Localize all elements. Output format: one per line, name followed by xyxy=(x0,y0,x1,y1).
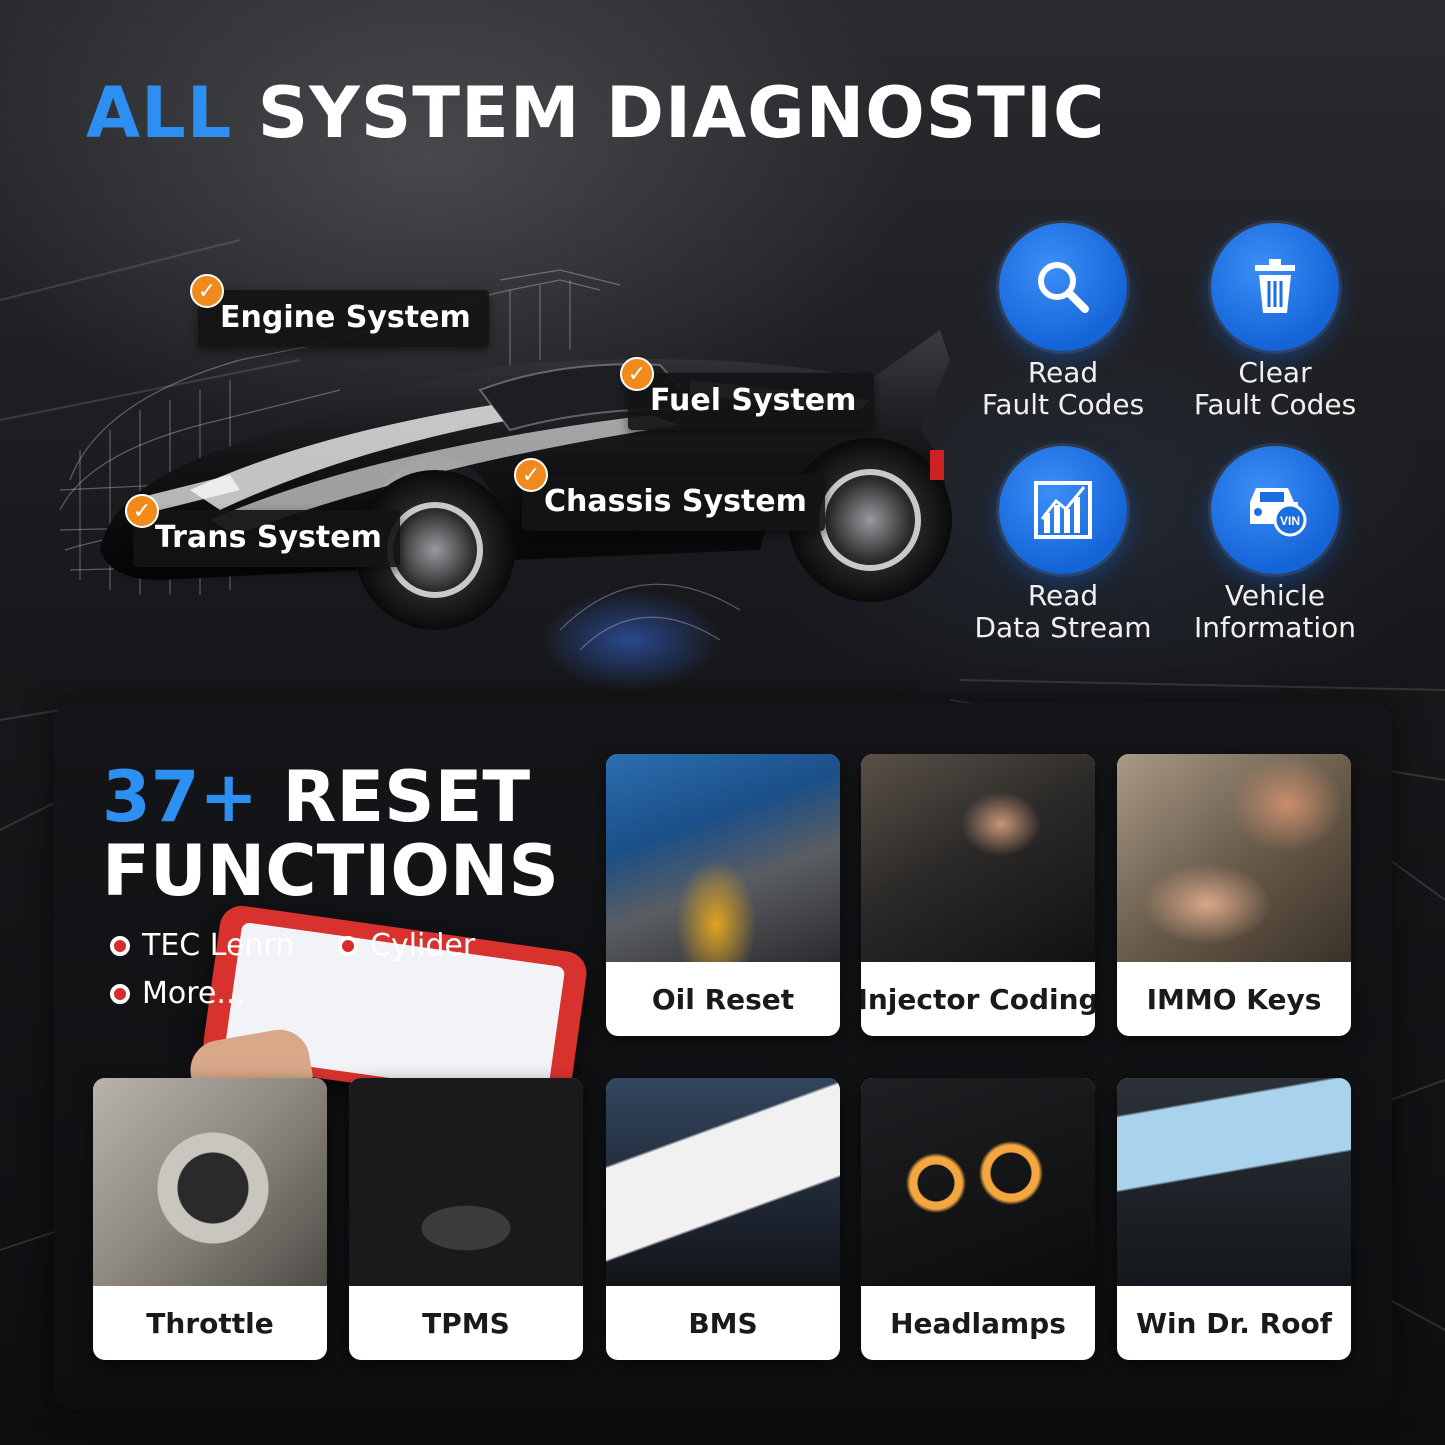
car-key-image xyxy=(1117,754,1351,962)
throttle-body-image xyxy=(93,1078,327,1286)
sunroof-image xyxy=(1117,1078,1351,1286)
svg-text:VIN: VIN xyxy=(1280,514,1300,528)
card-win-dr-roof[interactable]: Win Dr. Roof xyxy=(1117,1078,1351,1360)
tire-image xyxy=(349,1078,583,1286)
tag-chassis-system: Chassis System xyxy=(522,474,825,531)
tag-label: Fuel System xyxy=(650,383,857,418)
reset-word: RESET xyxy=(282,756,531,838)
card-throttle[interactable]: Throttle xyxy=(93,1078,327,1360)
check-icon: ✓ xyxy=(514,458,548,492)
tag-fuel-system: Fuel System xyxy=(628,373,875,430)
card-label: BMS xyxy=(688,1306,758,1340)
trash-icon xyxy=(1211,223,1339,351)
chart-icon xyxy=(999,446,1127,574)
oil-pour-image xyxy=(606,754,840,962)
card-headlamps[interactable]: Headlamps xyxy=(861,1078,1095,1360)
bullet-dot-icon xyxy=(110,983,130,1004)
injector-image xyxy=(861,754,1095,962)
tag-engine-system: Engine System xyxy=(198,290,489,347)
card-injector-coding[interactable]: Injector Coding xyxy=(861,754,1095,1036)
bullet-item: TEC Lenrn xyxy=(110,928,294,963)
bullet-dot-icon xyxy=(110,935,130,956)
tag-label: Trans System xyxy=(155,520,382,555)
card-label: TPMS xyxy=(422,1306,510,1340)
card-label: Oil Reset xyxy=(651,982,795,1016)
battery-image xyxy=(606,1078,840,1286)
bullet-item: More... xyxy=(110,976,245,1011)
bullet-dot-icon xyxy=(338,935,358,956)
vin-car-icon: VIN xyxy=(1211,446,1339,574)
card-tpms[interactable]: TPMS xyxy=(349,1078,583,1360)
check-icon: ✓ xyxy=(125,494,159,528)
check-icon: ✓ xyxy=(190,274,224,308)
card-oil-reset[interactable]: Oil Reset xyxy=(606,754,840,1036)
page-title: ALL SYSTEM DIAGNOSTIC xyxy=(86,72,1105,154)
tag-trans-system: Trans System xyxy=(133,510,400,567)
reset-title: 37+ RESET FUNCTIONS xyxy=(102,760,559,908)
card-label: Win Dr. Roof xyxy=(1136,1306,1332,1340)
bullet-item: Cylider xyxy=(338,928,475,963)
headlamp-image xyxy=(861,1078,1095,1286)
reset-functions-word: FUNCTIONS xyxy=(102,830,559,912)
card-label: Headlamps xyxy=(890,1306,1066,1340)
card-immo-keys[interactable]: IMMO Keys xyxy=(1117,754,1351,1036)
card-label: Throttle xyxy=(146,1306,274,1340)
tag-label: Engine System xyxy=(220,300,471,335)
reset-count: 37+ xyxy=(102,756,259,838)
title-accent: ALL xyxy=(86,72,233,154)
card-label: Injector Coding xyxy=(861,982,1095,1016)
sports-car-illustration xyxy=(59,269,952,690)
card-label: IMMO Keys xyxy=(1146,982,1322,1016)
check-icon: ✓ xyxy=(620,357,654,391)
search-icon xyxy=(999,223,1127,351)
tag-label: Chassis System xyxy=(544,484,807,519)
card-bms[interactable]: BMS xyxy=(606,1078,840,1360)
title-rest: SYSTEM DIAGNOSTIC xyxy=(257,72,1106,154)
